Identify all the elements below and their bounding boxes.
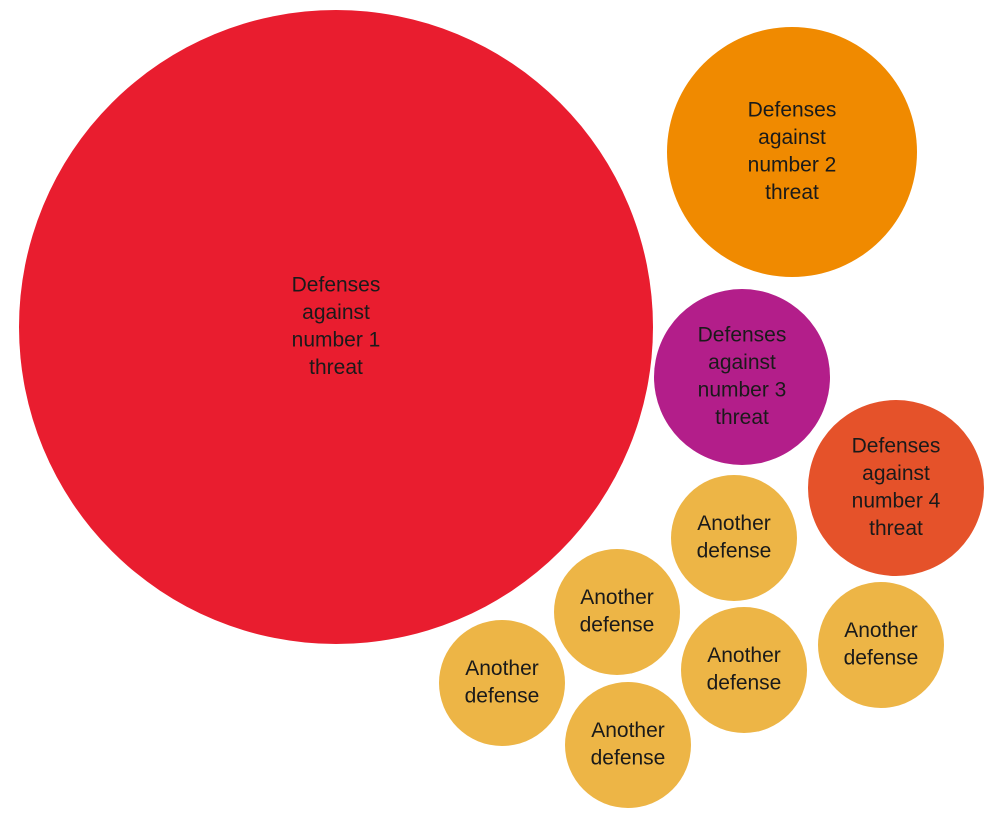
bubble-label-line: threat: [309, 356, 363, 379]
bubble-another-5: Another defense: [439, 620, 565, 746]
bubble-label-line: Another: [591, 719, 665, 742]
bubble-circle-threat-4: [808, 400, 984, 576]
bubble-label-line: defense: [707, 671, 782, 694]
bubble-threat-2: Defenses against number 2 threat: [667, 27, 917, 277]
bubble-label-line: defense: [591, 746, 666, 769]
bubble-label-line: Defenses: [292, 273, 381, 296]
bubble-label-line: Defenses: [698, 323, 787, 346]
bubble-another-3: Another defense: [681, 607, 807, 733]
bubble-label-line: against: [708, 351, 776, 374]
bubble-circle-another-1: [671, 475, 797, 601]
bubble-label-line: number 1: [292, 328, 381, 351]
bubble-threat-1: Defenses against number 1 threat: [19, 10, 653, 644]
bubble-label-line: against: [862, 462, 930, 485]
bubble-circle-threat-1: [19, 10, 653, 644]
bubble-circle-another-5: [439, 620, 565, 746]
bubble-circle-another-2: [554, 549, 680, 675]
bubble-label-line: Another: [580, 586, 654, 609]
bubble-label-line: defense: [465, 684, 540, 707]
bubble-label-line: threat: [765, 181, 819, 204]
bubble-another-4: Another defense: [818, 582, 944, 708]
bubble-circle-another-3: [681, 607, 807, 733]
bubble-circle-another-4: [818, 582, 944, 708]
bubble-another-1: Another defense: [671, 475, 797, 601]
bubble-label-line: number 3: [698, 378, 787, 401]
bubble-circle-another-6: [565, 682, 691, 808]
bubble-another-2: Another defense: [554, 549, 680, 675]
bubble-another-6: Another defense: [565, 682, 691, 808]
bubble-label-line: number 2: [748, 153, 837, 176]
bubble-label-line: defense: [580, 613, 655, 636]
bubble-label-line: threat: [869, 517, 923, 540]
bubble-label-line: Another: [707, 644, 781, 667]
bubble-circle-threat-2: [667, 27, 917, 277]
bubble-label-line: defense: [697, 539, 772, 562]
bubble-label-line: Another: [697, 512, 771, 535]
bubble-label-line: Defenses: [852, 434, 941, 457]
bubble-label-line: against: [302, 301, 370, 324]
bubble-label-line: defense: [844, 646, 919, 669]
bubble-label-line: number 4: [852, 489, 941, 512]
bubble-label-line: against: [758, 126, 826, 149]
bubble-label-line: Another: [844, 619, 918, 642]
bubble-label-line: threat: [715, 406, 769, 429]
bubble-circle-threat-3: [654, 289, 830, 465]
bubble-threat-4: Defenses against number 4 threat: [808, 400, 984, 576]
bubble-label-line: Defenses: [748, 98, 837, 121]
bubble-label-line: Another: [465, 657, 539, 680]
bubble-threat-3: Defenses against number 3 threat: [654, 289, 830, 465]
